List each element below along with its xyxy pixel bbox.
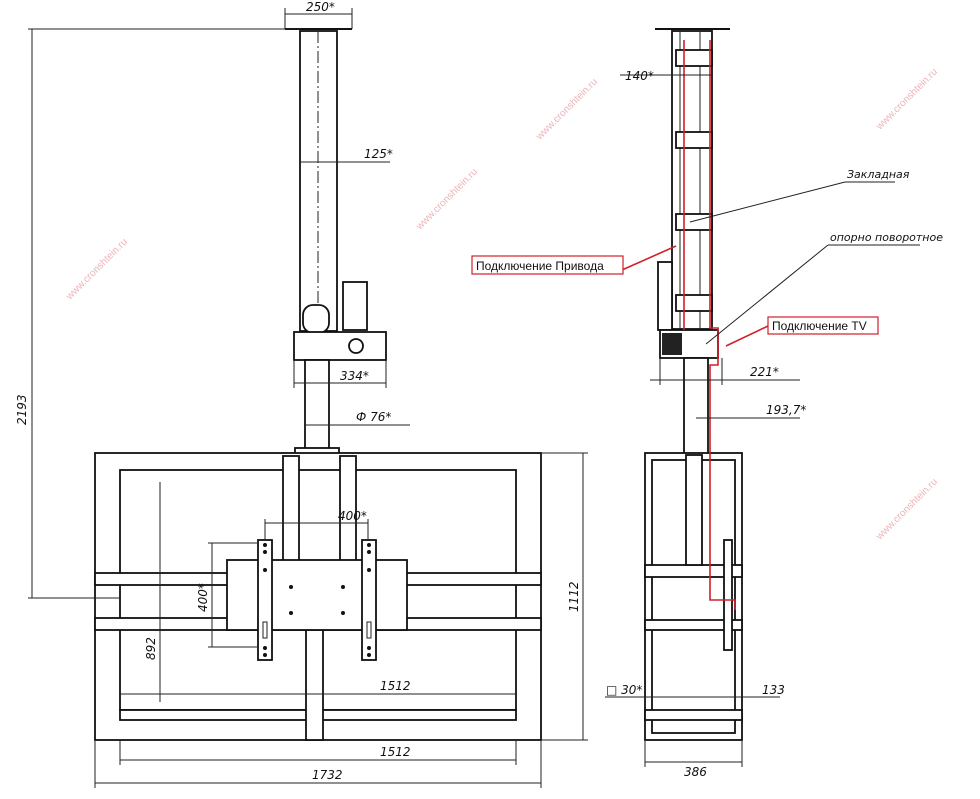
- watermark-text: www.cronshtein.ru: [534, 77, 600, 143]
- dim-column: 125*: [364, 147, 393, 161]
- dim-frame-height: 1112: [567, 581, 581, 612]
- dim-depth: 386: [684, 765, 707, 779]
- dim-side-offset: 193,7*: [766, 403, 806, 417]
- drive-connection-label: [471, 255, 624, 275]
- watermark-text: www.cronshtein.ru: [874, 67, 940, 133]
- watermark-text: www.cronshtein.ru: [64, 237, 130, 303]
- dim-side-column: 140*: [625, 69, 654, 83]
- dim-housing: 334*: [340, 369, 369, 383]
- callout-tv: Подключение TV: [772, 319, 867, 333]
- tv-connection-label: [767, 316, 879, 335]
- watermark-text: www.cronshtein.ru: [874, 477, 940, 543]
- dim-total-width: 1732: [312, 768, 343, 782]
- dim-depth-offset: 133: [762, 683, 785, 697]
- dim-pipe: Ф 76*: [356, 410, 391, 424]
- dim-inner-height: 892: [144, 637, 158, 660]
- dim-vesa-v: 400*: [196, 583, 210, 612]
- dim-height: 2193: [15, 394, 29, 425]
- side-view: Подключение Привода Подключение TV Закла…: [471, 28, 943, 779]
- dim-vesa-h: 400*: [338, 509, 367, 523]
- callout-bearing: опорно поворотное: [830, 231, 943, 244]
- dim-profile: □ 30*: [606, 683, 642, 697]
- watermark-text: www.cronshtein.ru: [414, 167, 480, 233]
- dim-top-plate: 250*: [306, 0, 335, 14]
- dim-inner-width: 1512: [380, 679, 411, 693]
- callout-drive: Подключение Привода: [476, 259, 604, 273]
- dim-side-housing: 221*: [750, 365, 779, 379]
- callout-embed: Закладная: [847, 168, 910, 181]
- front-view: 250* 125* 334* Ф 76* 2193 400* 400* 892 …: [15, 0, 588, 788]
- dim-bottom-width: 1512: [380, 745, 411, 759]
